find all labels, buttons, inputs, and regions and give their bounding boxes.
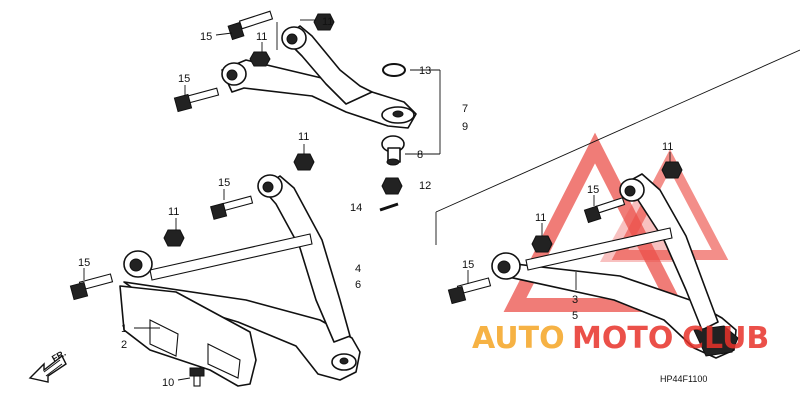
ball-joint-8	[381, 135, 405, 166]
nut-11-right-mid	[531, 235, 553, 253]
callout-14: 14	[350, 202, 362, 214]
watermark-text-moto: MOTO	[572, 321, 673, 356]
cotter-pin-14	[379, 202, 399, 212]
watermark-text: AUTO MOTO CLUB	[472, 321, 769, 356]
nut-11-mid	[293, 153, 315, 171]
upper-arm-front	[283, 25, 373, 105]
lower-arm-right-bushing-front-hole	[624, 185, 636, 197]
watermark-text-auto: AUTO	[472, 321, 565, 356]
lower-arm-left-crossbar	[149, 233, 313, 281]
callout-8: 8	[417, 149, 423, 161]
callout-5: 5	[572, 310, 578, 322]
callout-11-c: 11	[298, 131, 309, 143]
ball-joint-seat-hole	[392, 110, 404, 118]
leader-lines	[83, 19, 671, 381]
bolt-10	[189, 367, 205, 387]
circlip-13	[382, 63, 406, 77]
callout-15-c: 15	[218, 177, 230, 189]
nut-11-right-top	[661, 161, 683, 179]
lower-arm-right-assembly	[491, 173, 739, 359]
callout-2: 2	[121, 339, 127, 351]
drawing-code: HP44F1100	[660, 374, 707, 384]
view-divider-line	[435, 49, 800, 213]
upper-arm-assembly	[221, 25, 417, 129]
callout-15-e: 15	[587, 184, 599, 196]
callout-15-f: 15	[462, 259, 474, 271]
callout-11-e: 11	[662, 141, 673, 153]
callout-4: 4	[355, 263, 361, 275]
lower-arm-right-crossbar	[525, 227, 673, 271]
lower-arm-right-bushing-rear-hole	[497, 260, 511, 274]
callout-15-b: 15	[178, 73, 190, 85]
lower-arm-right-guard	[693, 325, 739, 357]
callout-10: 10	[162, 377, 174, 389]
nut-11-upper	[249, 51, 271, 67]
nut-11-top	[313, 13, 335, 31]
bolt-15-left	[69, 273, 114, 301]
bolt-15-right-mid	[583, 197, 626, 224]
callout-12: 12	[419, 180, 431, 192]
bolt-15-right-left	[447, 277, 492, 305]
callout-11-a: 11	[322, 16, 333, 28]
skid-plate	[119, 285, 257, 387]
callout-11-f: 11	[535, 212, 546, 224]
bolt-15-mid	[210, 195, 254, 220]
callout-11-b: 11	[256, 31, 267, 43]
callout-1: 1	[121, 323, 127, 335]
watermark-text-club: CLUB	[682, 321, 769, 356]
lower-arm-left-assembly	[123, 174, 361, 381]
callout-15-a: 15	[200, 31, 212, 43]
callout-labels: 15 11 11 15 13 7 9 8 11 12 15 14 11 4 6 …	[78, 16, 673, 389]
callout-9: 9	[462, 121, 468, 133]
lower-arm-left-front	[261, 175, 351, 343]
bolt-15-upper-rear	[173, 87, 220, 113]
nut-11-left	[163, 229, 185, 247]
callout-15-d: 15	[78, 257, 90, 269]
bolt-15-top	[227, 10, 274, 41]
lower-arm-right-rear	[497, 261, 737, 359]
callout-13: 13	[419, 65, 431, 77]
nut-12	[381, 177, 403, 195]
lower-arm-left-bushing-rear-hole	[129, 258, 143, 272]
upper-arm-bushing-front-hole	[286, 33, 298, 45]
lower-arm-left-joint-hole	[339, 357, 349, 365]
lower-arm-left-bushing-front-hole	[262, 181, 274, 193]
callout-11-d: 11	[168, 206, 179, 218]
front-direction-indicator: FR.	[28, 348, 68, 383]
callout-7: 7	[462, 103, 468, 115]
lower-arm-right-front	[623, 173, 719, 331]
callout-6: 6	[355, 279, 361, 291]
upper-arm-bushing-rear-hole	[226, 69, 238, 81]
callout-3: 3	[572, 294, 578, 306]
